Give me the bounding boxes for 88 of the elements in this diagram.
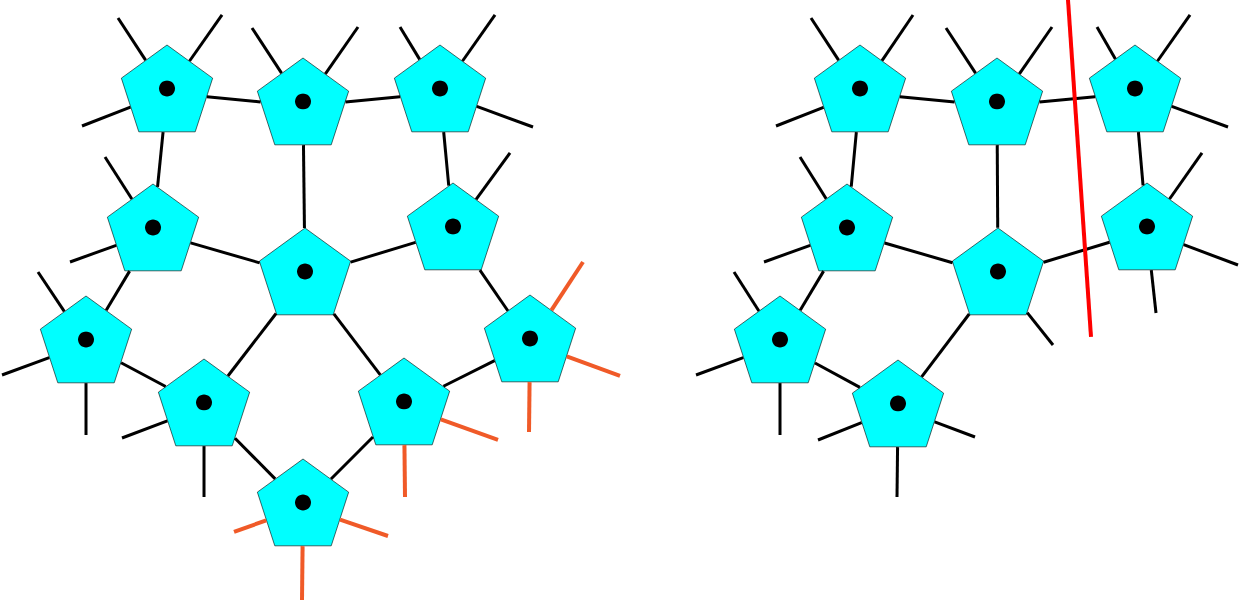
stub-line — [895, 447, 900, 497]
stub-line — [339, 517, 389, 538]
stub-line — [1156, 14, 1192, 62]
stub-line — [440, 417, 499, 442]
connector-line — [442, 131, 451, 186]
pentagon-node — [951, 57, 1043, 146]
pentagon-node — [1089, 44, 1181, 133]
stub-line — [695, 356, 744, 377]
stub-line — [474, 152, 512, 201]
connector-line — [301, 145, 306, 229]
pentagon-node — [40, 295, 132, 384]
connector-line — [233, 437, 277, 480]
connector-line — [849, 131, 858, 187]
connector-line — [350, 240, 416, 264]
connector-line — [1043, 240, 1110, 264]
stub-line — [798, 156, 828, 200]
pentagon-node — [107, 183, 199, 272]
stub-line — [934, 420, 976, 439]
pentagon-node — [801, 183, 893, 272]
stub-line — [476, 105, 534, 129]
stub-line — [461, 14, 497, 62]
stub-line — [188, 14, 224, 62]
connector-line — [120, 361, 167, 388]
stub-line — [1018, 26, 1054, 75]
pentagon-node — [358, 357, 450, 446]
connector-line — [884, 241, 953, 265]
stub-line — [300, 546, 305, 600]
stub-line — [233, 518, 267, 534]
stub-line — [402, 445, 407, 497]
stub-line — [1, 356, 50, 377]
connector-line — [995, 145, 1000, 228]
pentagon-node — [407, 182, 499, 271]
stub-line — [775, 105, 825, 128]
pentagon-node — [734, 295, 826, 384]
stub-line — [81, 105, 131, 128]
connector-line — [332, 312, 382, 376]
connector-line — [899, 95, 955, 104]
stub-line — [398, 26, 421, 61]
stub-line — [778, 383, 782, 435]
pentagon-node — [259, 227, 351, 316]
connector-line — [104, 270, 131, 312]
stub-line — [69, 243, 117, 264]
connector-line — [1039, 95, 1096, 104]
stub-line — [527, 382, 532, 432]
stub-line — [549, 260, 585, 312]
stub-line — [84, 383, 88, 435]
pentagon-node — [394, 44, 486, 133]
connector-line — [442, 359, 496, 388]
stub-line — [1168, 152, 1204, 200]
connector-line — [329, 436, 374, 481]
stub-line — [103, 156, 134, 200]
pentagon-node — [484, 294, 576, 383]
stub-line — [566, 354, 621, 378]
pentagon-node — [121, 44, 213, 133]
pentagon-node — [158, 358, 250, 447]
connector-line — [920, 313, 971, 378]
stub-line — [250, 27, 283, 74]
pentagon-node — [257, 57, 349, 146]
stub-line — [809, 17, 840, 61]
connector-line — [226, 312, 278, 377]
connector-line — [345, 95, 401, 104]
connector-line — [798, 270, 825, 312]
connector-line — [156, 131, 165, 188]
stub-line — [324, 26, 360, 75]
pentagon-node — [1101, 182, 1193, 271]
pentagon-node — [814, 44, 906, 133]
stub-line — [817, 421, 863, 442]
pentagon-node — [852, 359, 944, 448]
connector-line — [190, 241, 260, 265]
connector-line — [1136, 132, 1145, 186]
stub-line — [1095, 26, 1117, 60]
stub-line — [944, 27, 977, 74]
stub-line — [763, 243, 811, 264]
stub-line — [202, 446, 206, 497]
connector-line — [814, 361, 861, 389]
pentagon-node — [257, 458, 349, 547]
pentagon-node — [952, 227, 1044, 316]
stub-line — [1026, 311, 1055, 346]
stub-line — [1149, 269, 1158, 314]
stub-line — [116, 17, 147, 61]
connector-line — [206, 95, 261, 104]
stub-line — [732, 271, 761, 312]
stub-line — [36, 271, 66, 313]
stub-line — [880, 14, 915, 62]
stub-line — [1171, 105, 1229, 129]
stub-line — [1183, 243, 1239, 267]
stub-line — [121, 419, 168, 440]
connector-line — [478, 269, 510, 312]
